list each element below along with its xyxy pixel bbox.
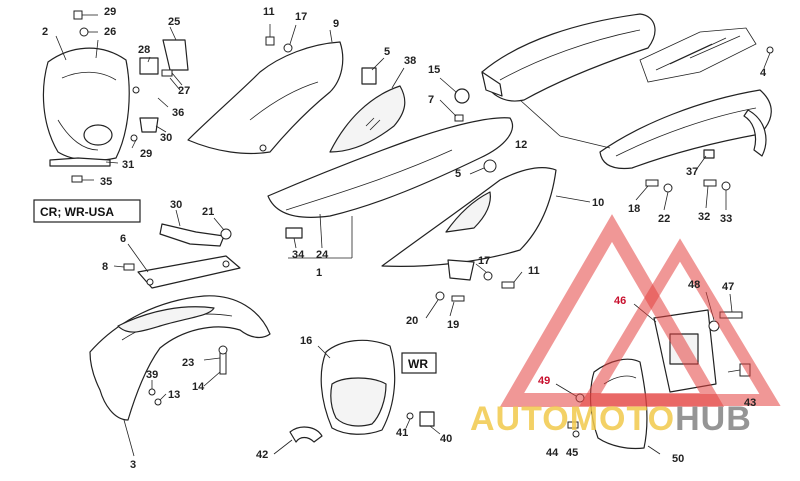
label-41: 41	[396, 427, 408, 439]
label-45: 45	[566, 447, 578, 459]
label-23: 23	[182, 357, 194, 369]
label-10: 10	[592, 197, 604, 209]
label-29a: 29	[104, 6, 116, 18]
variant-tag-cr-wr-usa: CR; WR-USA	[33, 199, 141, 223]
label-6: 6	[120, 233, 126, 245]
label-15: 15	[428, 64, 440, 76]
label-33: 33	[720, 213, 732, 225]
label-7: 7	[428, 94, 434, 106]
label-16: 16	[300, 335, 312, 347]
label-37: 37	[686, 166, 698, 178]
front-fender-bracket	[113, 209, 241, 289]
hardware-rear	[635, 149, 731, 211]
label-34: 34	[292, 249, 305, 261]
label-19: 19	[447, 319, 459, 331]
label-32: 32	[698, 211, 710, 223]
part-labels: 29 26 2 25 28 27 36 30 29 31 35 11 17 9 …	[42, 6, 767, 471]
label-47: 47	[722, 281, 734, 293]
hardware-bottom-middle	[425, 263, 523, 319]
label-12: 12	[515, 139, 527, 151]
label-39: 39	[146, 369, 158, 381]
front-fender-hardware	[148, 345, 228, 406]
watermark-part-1: AUTO	[470, 400, 570, 438]
side-panel-right	[381, 159, 591, 281]
label-24: 24	[316, 249, 329, 261]
label-5a: 5	[384, 46, 390, 58]
label-27: 27	[178, 85, 190, 97]
label-50: 50	[672, 453, 684, 465]
variant-tag-wr-text: WR	[408, 357, 428, 371]
label-11b: 11	[528, 265, 540, 277]
label-26: 26	[104, 26, 116, 38]
label-22: 22	[658, 213, 670, 225]
label-20: 20	[406, 315, 418, 327]
label-18: 18	[628, 203, 640, 215]
side-panel-left	[187, 41, 344, 155]
clip-and-decal	[329, 57, 406, 153]
label-43: 43	[744, 397, 756, 409]
label-21: 21	[202, 206, 214, 218]
label-31: 31	[122, 159, 134, 171]
label-13: 13	[168, 389, 180, 401]
rear-fender-upper	[481, 13, 656, 102]
leaders-topleft	[55, 26, 181, 181]
label-30b: 30	[170, 199, 182, 211]
label-49: 49	[538, 375, 550, 387]
label-17a: 17	[295, 11, 307, 23]
hardware-11-17-top	[265, 24, 333, 53]
fairing-brackets	[49, 10, 189, 183]
fuel-cap-parts	[439, 77, 470, 122]
rear-subframe	[639, 27, 774, 83]
front-fender	[89, 295, 271, 457]
wr-hardware	[273, 411, 441, 455]
label-25: 25	[168, 16, 180, 28]
label-44: 44	[546, 447, 559, 459]
leaders-12	[519, 99, 611, 149]
label-28: 28	[138, 44, 150, 56]
rear-fender-lower	[599, 89, 772, 170]
variant-tag-cr-wr-usa-text: CR; WR-USA	[40, 205, 114, 219]
watermark-triangle-2	[579, 238, 781, 406]
label-1: 1	[316, 267, 322, 279]
label-11a: 11	[263, 6, 275, 18]
watermark-part-2: MOTO	[570, 400, 675, 438]
label-5b: 5	[455, 168, 461, 180]
label-4: 4	[760, 67, 767, 79]
watermark-part-3: HUB	[675, 400, 752, 438]
headlight-fairing-cr	[42, 47, 130, 162]
label-30a: 30	[160, 132, 172, 144]
label-40: 40	[440, 433, 452, 445]
label-46: 46	[614, 295, 626, 307]
label-35: 35	[100, 176, 112, 188]
label-3: 3	[130, 459, 136, 471]
variant-tag-wr: WR	[401, 352, 437, 374]
watermark: AUTOMOTOHUB	[470, 214, 781, 438]
label-2: 2	[42, 26, 48, 38]
label-9: 9	[333, 18, 339, 30]
label-48: 48	[688, 279, 700, 291]
headlight-fairing-wr	[317, 339, 396, 435]
seat	[267, 117, 513, 259]
watermark-text: AUTOMOTOHUB	[470, 400, 752, 438]
label-36: 36	[172, 107, 184, 119]
label-8: 8	[102, 261, 108, 273]
label-29b: 29	[140, 148, 152, 160]
label-17b: 17	[478, 255, 490, 267]
label-42: 42	[256, 449, 268, 461]
label-14: 14	[192, 381, 205, 393]
label-38: 38	[404, 55, 416, 67]
